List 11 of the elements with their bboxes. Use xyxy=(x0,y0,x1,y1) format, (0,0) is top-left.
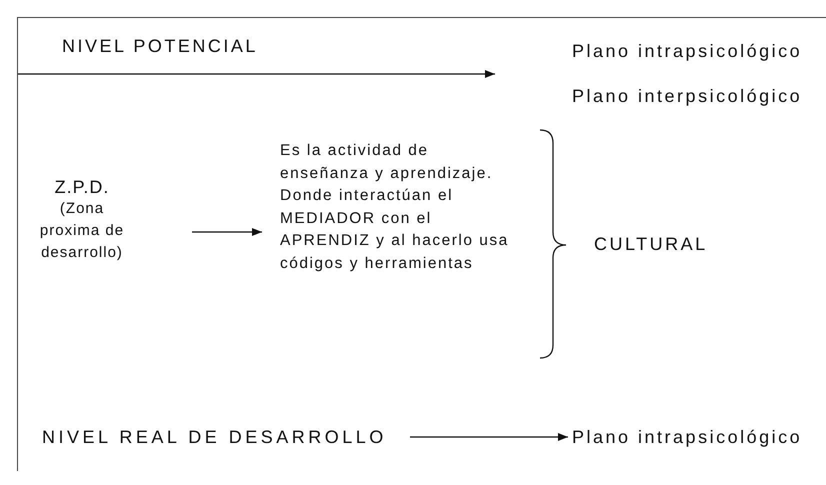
text-label: CULTURAL xyxy=(594,234,708,255)
text-label: Plano interpsicológico xyxy=(572,86,802,107)
arrow xyxy=(192,228,262,236)
text-label: Plano intrapsicológico xyxy=(572,41,802,62)
node-text: (Zona proxima de desarrollo) xyxy=(38,199,126,263)
text-label: NIVEL POTENCIAL xyxy=(62,36,258,57)
description-text: Es la actividad de enseñanza y aprendizaje. Donde interactúan el MEDIADOR con el APRENDIZ y al hacerlo usa códigos y herramientas xyxy=(280,141,510,274)
node-text: Z.P.D. xyxy=(54,176,110,198)
node-text: Plano intrapsicológico xyxy=(572,426,804,448)
arrow xyxy=(410,433,568,441)
node-text: NIVEL REAL DE DESARROLLO xyxy=(42,426,388,448)
